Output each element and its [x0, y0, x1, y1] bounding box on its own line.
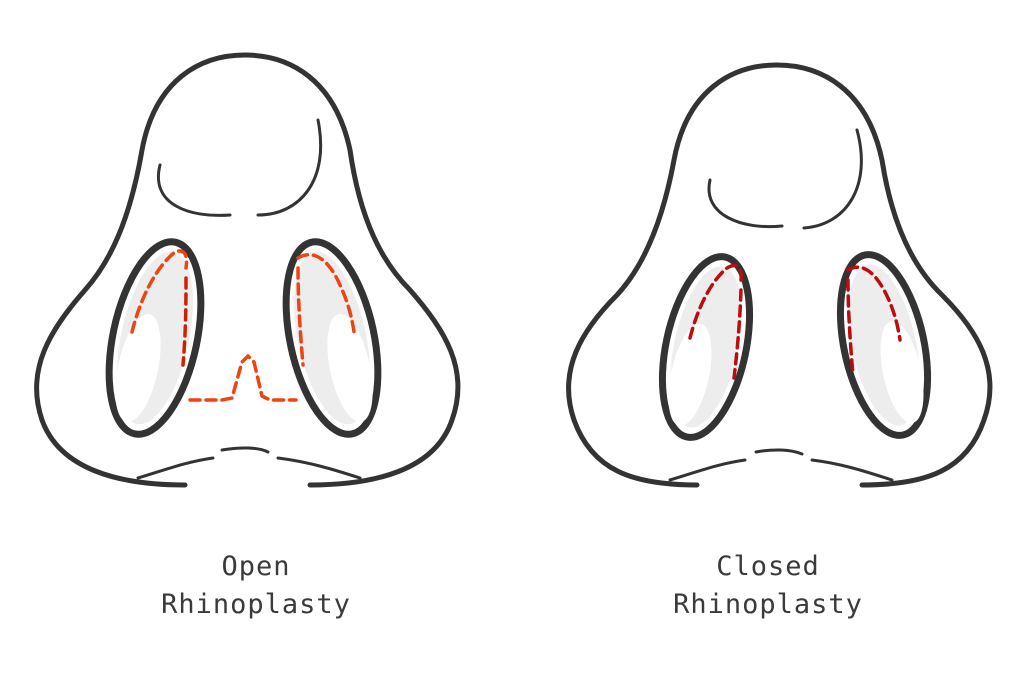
- closed-rhinoplasty-caption: Closed Rhinoplasty: [512, 548, 1024, 624]
- left-marginal-incision: [688, 263, 743, 340]
- open-nose-diagram: [34, 52, 461, 488]
- caption-line-2: Rhinoplasty: [161, 589, 351, 620]
- caption-line-2: Rhinoplasty: [673, 589, 863, 620]
- right-nostril-highlight: [880, 320, 924, 424]
- open-rhinoplasty-figure: Open Rhinoplasty: [0, 52, 512, 624]
- right-nostril-highlight: [327, 314, 373, 422]
- nose-base-center: [220, 446, 270, 454]
- nasal-tip: [157, 163, 232, 217]
- nose-base-left: [668, 458, 747, 482]
- nasal-tip: [707, 178, 784, 229]
- left-marginal-incision: [130, 249, 189, 334]
- right-intercartilaginous-incision: [296, 266, 305, 367]
- caption-line-1: Open: [221, 551, 291, 582]
- left-nostril-highlight: [668, 323, 712, 427]
- nose-outline: [566, 62, 993, 488]
- left-intercartilaginous-incision: [181, 276, 188, 367]
- open-rhinoplasty-caption: Open Rhinoplasty: [0, 548, 512, 624]
- nasal-tip-right: [256, 118, 323, 217]
- nose-base-right: [276, 456, 362, 480]
- nose-outline: [34, 52, 461, 488]
- closed-nose-diagram: [566, 62, 993, 488]
- right-intercartilaginous-incision: [846, 278, 855, 377]
- nose-base-right: [810, 458, 894, 482]
- right-marginal-incision: [296, 252, 356, 334]
- left-intercartilaginous-incision: [732, 288, 743, 380]
- closed-rhinoplasty-figure: Closed Rhinoplasty: [512, 0, 1024, 673]
- nasal-tip-right: [802, 128, 863, 230]
- caption-line-1: Closed: [716, 551, 820, 582]
- transcolumellar-incision: [188, 354, 298, 402]
- nose-base-left: [136, 456, 215, 480]
- left-nostril-highlight: [115, 314, 161, 422]
- right-marginal-incision: [846, 265, 902, 342]
- nose-base-center: [754, 448, 804, 456]
